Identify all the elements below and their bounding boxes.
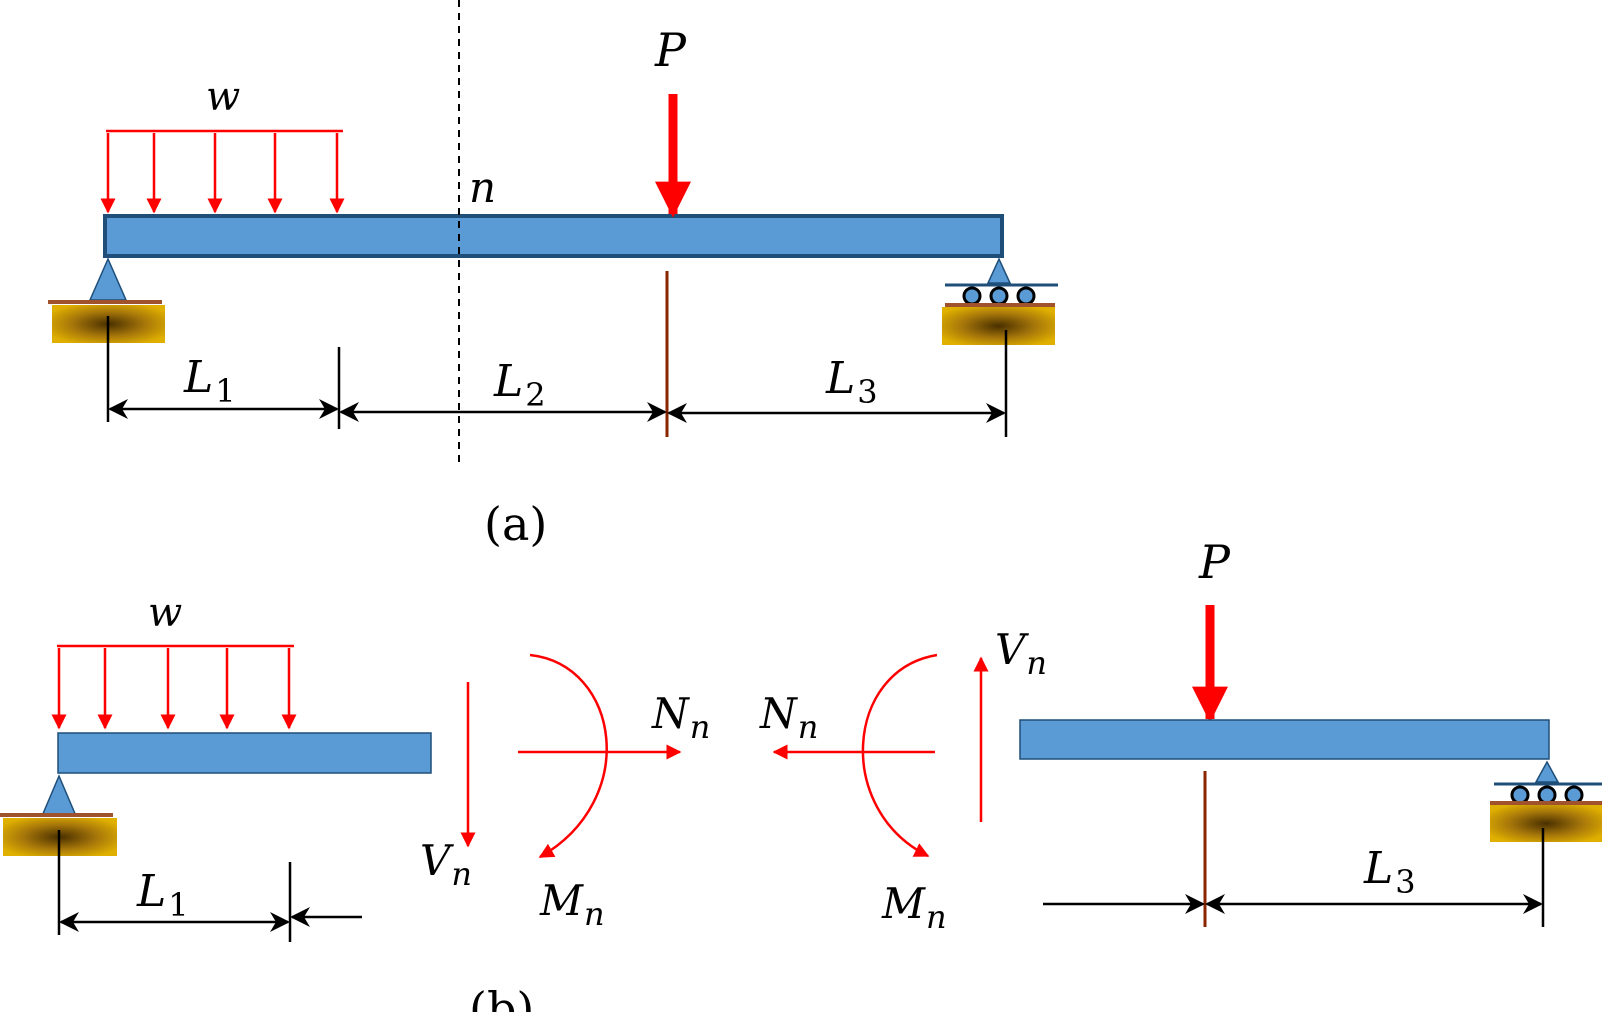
label-Vn-right: Vn xyxy=(995,625,1047,682)
beam-a xyxy=(103,214,1004,258)
roller-support-b xyxy=(1490,760,1602,842)
roller-support-a xyxy=(942,257,1058,345)
dimensions-b-left xyxy=(57,830,362,942)
dimensions-b-right xyxy=(1043,828,1545,927)
roller-triangle xyxy=(1534,760,1560,783)
pin-triangle xyxy=(40,774,78,817)
label-L3-b: L3 xyxy=(1363,843,1416,901)
beam-b-left xyxy=(57,732,432,774)
label-L1-a: L1 xyxy=(183,352,236,410)
part-a: w n P xyxy=(48,0,1058,551)
label-n: n xyxy=(469,163,496,212)
label-Mn-left: Mn xyxy=(539,876,605,933)
roller-wheel xyxy=(1510,785,1530,805)
label-Nn-right: Nn xyxy=(759,689,818,746)
moment-arrow-right xyxy=(861,653,938,858)
distributed-load-b xyxy=(51,644,297,730)
pin-support-a xyxy=(48,257,165,343)
ground-block xyxy=(1490,805,1602,842)
label-P-a: P xyxy=(654,23,687,77)
roller-wheel xyxy=(989,286,1009,306)
label-Nn-left: Nn xyxy=(651,689,710,746)
roller-wheel xyxy=(1537,785,1557,805)
part-b-left: w L1 Vn Nn Mn (b) xyxy=(0,590,710,1012)
caption-a: (a) xyxy=(484,497,547,551)
roller-wheel xyxy=(962,286,982,306)
roller-triangle xyxy=(986,257,1012,284)
part-b-right: Nn Mn Vn P L3 xyxy=(759,535,1602,936)
label-L1-b: L1 xyxy=(136,866,189,924)
label-Vn-left: Vn xyxy=(420,836,472,893)
label-w-b: w xyxy=(148,590,182,636)
label-P-b: P xyxy=(1198,535,1231,589)
label-L3-a: L3 xyxy=(825,353,878,411)
pin-triangle xyxy=(88,257,128,301)
ground-block xyxy=(942,307,1055,345)
beam-b-right xyxy=(1019,719,1550,760)
label-w-a: w xyxy=(206,74,240,120)
label-Mn-right: Mn xyxy=(881,879,947,936)
distributed-load-a xyxy=(100,129,345,214)
label-L2-a: L2 xyxy=(493,356,546,414)
roller-wheel xyxy=(1016,286,1036,306)
roller-wheel xyxy=(1564,785,1584,805)
caption-b: (b) xyxy=(469,982,534,1012)
dimensions-a xyxy=(106,316,1008,437)
moment-arrow-left xyxy=(529,653,608,859)
